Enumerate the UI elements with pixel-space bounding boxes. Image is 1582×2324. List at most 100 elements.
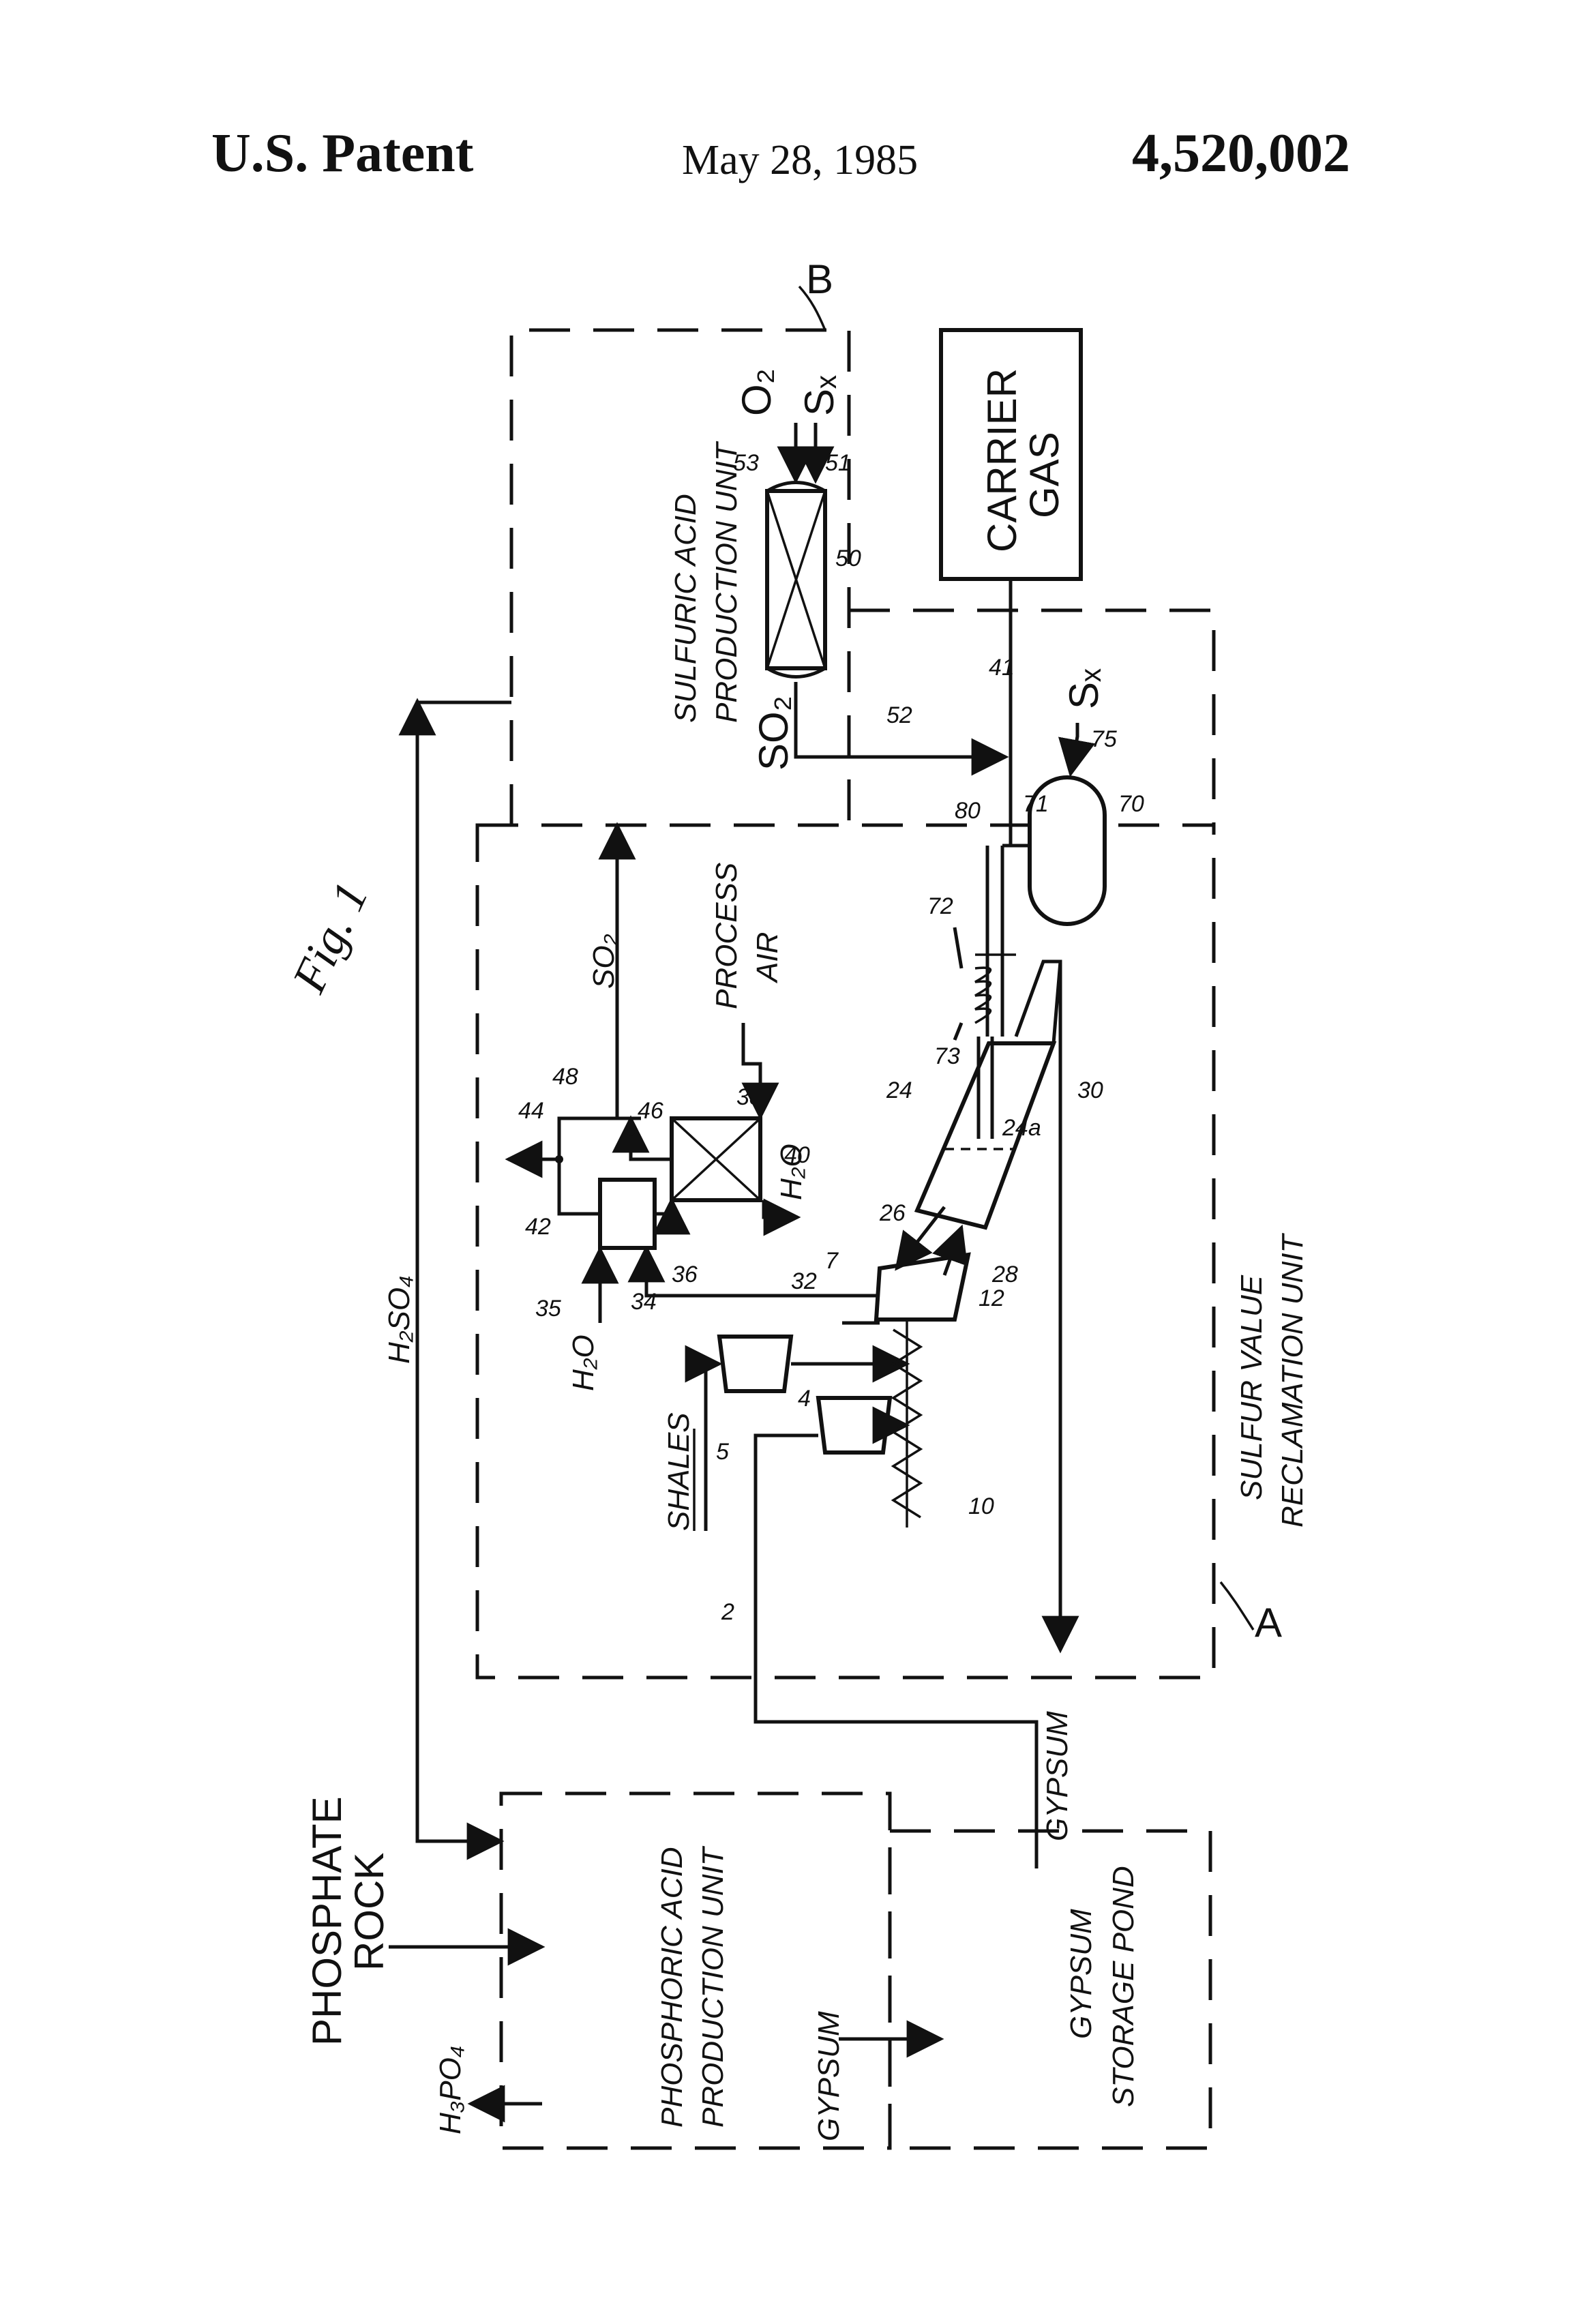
svg-text:Fig. 1: Fig. 1 (282, 875, 378, 1001)
sx-top-group: Sₓ (796, 375, 842, 416)
node-44 (555, 1155, 563, 1163)
leader-A (1219, 1581, 1255, 1630)
figure-caption: Fig. 1 (282, 875, 378, 1001)
line-40 (762, 1198, 801, 1236)
sx-tank-feed (1058, 723, 1096, 777)
svg-text:PHOSPHATE: PHOSPHATE (304, 1796, 350, 2046)
h2so4-line (415, 700, 511, 1860)
converter-38-x (670, 1117, 762, 1202)
phosphoric-acid-unit-boundary (499, 1791, 892, 2150)
line-30 (1014, 959, 1079, 1654)
svg-text:GAS: GAS (1021, 432, 1067, 518)
ref-7: 7 (825, 1248, 839, 1274)
sulfur-reclamation-unit-boundary (475, 823, 1216, 1680)
reactor-50-x (766, 490, 826, 669)
ref-53: 53 (733, 450, 759, 476)
svg-text:RECLAMATION UNIT: RECLAMATION UNIT (1276, 1232, 1309, 1528)
o2-group: O₂ (734, 368, 779, 416)
carrier-gas-label: CARRIER GAS (979, 368, 1067, 552)
svg-text:PRODUCTION UNIT: PRODUCTION UNIT (696, 1845, 730, 2128)
svg-text:SULFUR VALUE: SULFUR VALUE (1235, 1275, 1268, 1500)
sulfuric-acid-unit-label: SULFURIC ACID PRODUCTION UNIT (669, 441, 743, 723)
unit-label-B: B (806, 256, 833, 302)
shales-label-group: SHALES (662, 1412, 696, 1531)
ref-12: 12 (979, 1285, 1004, 1311)
svg-text:ROCK: ROCK (346, 1853, 392, 1971)
svg-text:AIR: AIR (751, 932, 784, 984)
ref-44: 44 (518, 1098, 544, 1124)
ref-38: 38 (736, 1084, 762, 1110)
ref-46: 46 (638, 1098, 663, 1124)
line-32 (627, 1245, 880, 1298)
line-52 (794, 682, 1009, 776)
line-28 (932, 1224, 968, 1276)
so2-reactor-group: SO₂ (751, 696, 796, 771)
svg-text:PHOSPHORIC ACID: PHOSPHORIC ACID (655, 1847, 689, 2128)
so2-reactor-label: SO₂ (751, 696, 796, 771)
ref-75: 75 (1091, 726, 1117, 752)
gypsum-feed-line (753, 1433, 1039, 1868)
sulfuric-acid-unit-boundary (509, 328, 1216, 825)
process-air-label: PROCESS AIR (710, 863, 784, 1009)
ref-35: 35 (535, 1296, 561, 1322)
ref-36: 36 (672, 1262, 698, 1287)
h2o-right-label: H₂O (775, 1144, 808, 1200)
process-air-line (741, 1023, 779, 1120)
ref-10: 10 (968, 1493, 994, 1519)
gypsum-feed-label-group: GYPSUM (1041, 1711, 1074, 1841)
ref-72: 72 (927, 893, 953, 919)
h2so4-label: H₂SO₄ (383, 1275, 416, 1364)
ref-30: 30 (1077, 1077, 1103, 1103)
sulfur-tank-70 (1028, 775, 1107, 926)
svg-text:PRODUCTION UNIT: PRODUCTION UNIT (710, 441, 743, 723)
ref-73: 73 (934, 1043, 960, 1069)
ref-71: 71 (1023, 791, 1049, 817)
shales-line (685, 1345, 723, 1531)
sx-tank-label: Sₓ (1061, 668, 1107, 709)
h2o-right-group: H₂O (775, 1144, 808, 1200)
h2so4-label-group: H₂SO₄ (383, 1275, 416, 1364)
h3po4-label-group: H₃PO₄ (434, 2046, 467, 2134)
ref-32: 32 (791, 1268, 817, 1294)
hopper-5 (717, 1335, 794, 1393)
ref-28: 28 (991, 1262, 1018, 1287)
h3po4-label: H₃PO₄ (434, 2046, 467, 2134)
ref-24: 24 (886, 1077, 912, 1103)
ref-5: 5 (716, 1439, 729, 1465)
svg-text:STORAGE POND: STORAGE POND (1107, 1866, 1140, 2107)
vessel-12 (874, 1252, 971, 1322)
ref-70: 70 (1118, 791, 1144, 817)
sx-top-label: Sₓ (796, 375, 842, 416)
ref-26: 26 (879, 1200, 906, 1226)
ref-42: 42 (525, 1214, 551, 1240)
ref-80: 80 (955, 798, 981, 824)
line-26 (895, 1206, 946, 1271)
leader-B (798, 285, 826, 331)
heating-coil-72 (974, 953, 1016, 1024)
coil-lead-73 (953, 1022, 964, 1041)
header-left: U.S. Patent (211, 123, 474, 183)
ref-51: 51 (825, 450, 851, 476)
unit-label-A: A (1255, 1600, 1282, 1645)
svg-text:PROCESS: PROCESS (710, 863, 743, 1009)
ref-48: 48 (552, 1064, 578, 1090)
node-46 (627, 1128, 635, 1136)
ref-2: 2 (721, 1599, 734, 1625)
gypsum-feed-label: GYPSUM (1041, 1711, 1074, 1841)
patent-number: 4,520,002 (1132, 123, 1350, 183)
ref-4: 4 (798, 1386, 811, 1412)
carrier-gas-box (939, 328, 1083, 581)
gypsum-inner-label: GYPSUM (812, 2011, 846, 2141)
h2o-left-label: H₂O (567, 1335, 600, 1391)
ref-40: 40 (784, 1142, 810, 1168)
header-date: May 28, 1985 (682, 137, 919, 183)
washer-34 (598, 1178, 657, 1250)
svg-text:SULFURIC ACID: SULFURIC ACID (669, 494, 702, 723)
phosphoric-acid-unit-label: PHOSPHORIC ACID PRODUCTION UNIT (655, 1845, 730, 2128)
line-46 (612, 1115, 672, 1161)
shales-label: SHALES (662, 1412, 696, 1531)
phosphate-rock-label: PHOSPHATE ROCK (304, 1796, 392, 2046)
line-36 (653, 1197, 691, 1235)
coil-lead-72 (953, 927, 964, 969)
